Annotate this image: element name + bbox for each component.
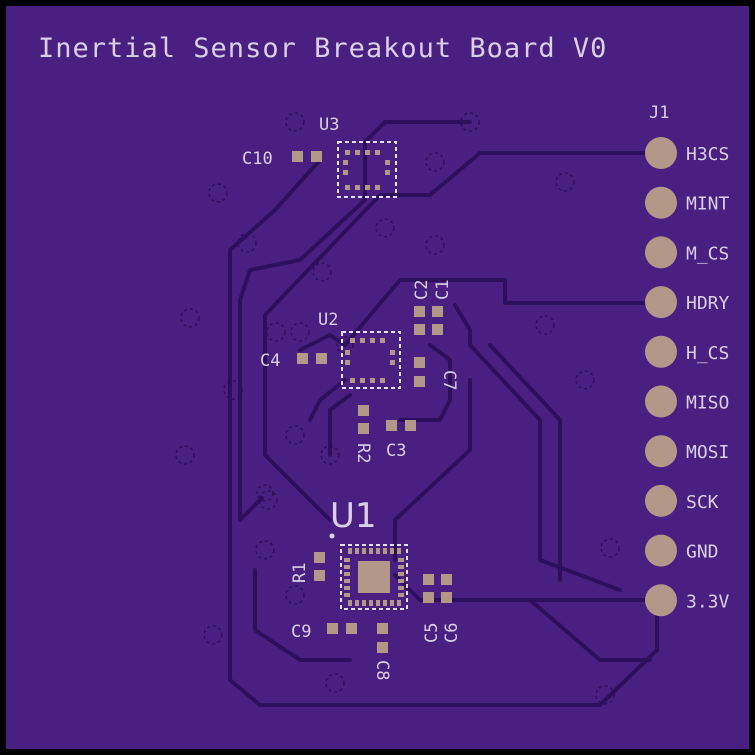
c5-label: C5	[422, 623, 442, 643]
j1-pin-pad	[645, 484, 677, 517]
j1-pin-pad	[645, 385, 677, 418]
j1-pin-pad	[645, 236, 677, 269]
j1-pin-label: GND	[686, 542, 719, 563]
j1-pin-label: M_CS	[686, 243, 729, 264]
c9-label: C9	[291, 622, 311, 642]
j1-pin-pad	[645, 584, 677, 617]
traces	[228, 120, 659, 707]
c8-label: C8	[372, 660, 392, 680]
j1-pin-pad	[645, 534, 677, 567]
c1-label: C1	[433, 280, 453, 300]
r2-label: R2	[353, 443, 373, 463]
c7-label: C7	[439, 370, 459, 390]
j1-pin-label: SCK	[686, 492, 719, 513]
j1-label: J1	[649, 103, 669, 123]
u1-chip	[329, 533, 408, 610]
u1-label: U1	[330, 496, 377, 536]
r1-label: R1	[290, 563, 310, 583]
vias	[175, 112, 620, 705]
j1-pin-label: H3CS	[686, 144, 729, 165]
solder-mask	[6, 6, 749, 749]
j1-pin-label: 3.3V	[686, 591, 730, 612]
c4-label: C4	[260, 351, 280, 371]
u3-label: U3	[319, 115, 339, 135]
j1-pin-label: MOSI	[686, 442, 729, 463]
board-title: Inertial Sensor Breakout Board V0	[38, 33, 607, 64]
j1-pin-pad	[645, 137, 677, 169]
c3-label: C3	[386, 441, 406, 461]
j1-pin-label: MISO	[686, 393, 729, 414]
j1-pin-label: HDRY	[686, 293, 730, 314]
j1-pin-pad	[645, 335, 677, 368]
j1-pin-pad	[645, 186, 677, 219]
c6-label: C6	[442, 623, 462, 643]
c2-label: C2	[412, 280, 432, 300]
u2-label: U2	[318, 310, 338, 330]
j1-pin-label: MINT	[686, 194, 730, 215]
c10-label: C10	[242, 149, 273, 169]
u2-chip	[341, 331, 401, 389]
j1-pin-label: H_CS	[686, 343, 729, 364]
j1-connector: H3CS MINT M_CS HDRY H_CS MISO MOSI SCK GND 3.3V	[645, 137, 730, 617]
j1-pin-pad	[645, 435, 677, 468]
u3-chip	[337, 141, 397, 198]
j1-pin-pad	[645, 286, 677, 319]
